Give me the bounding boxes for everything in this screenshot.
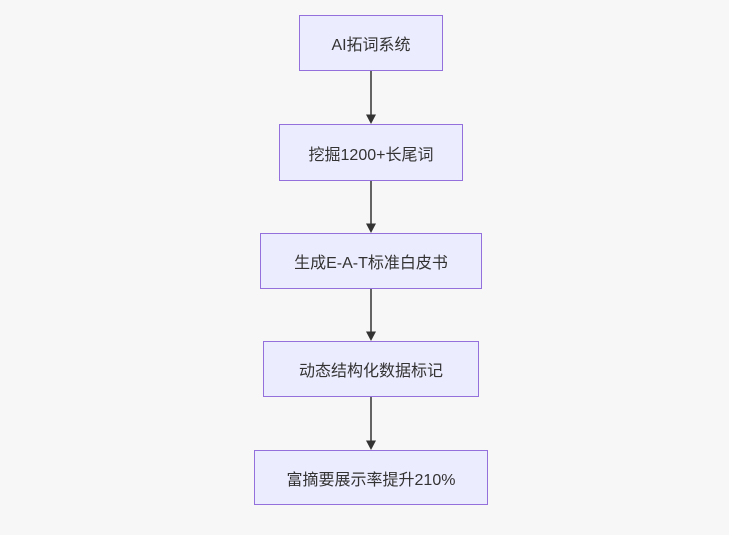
- flow-node-label: 富摘要展示率提升210%: [286, 471, 456, 489]
- arrowhead-icon: [366, 114, 376, 124]
- flow-arrow-2: [366, 181, 376, 233]
- flow-node-ai-keyword-system: AI拓词系统: [299, 15, 443, 71]
- flow-node-label: 动态结构化数据标记: [298, 363, 443, 380]
- flow-node-structured-data-markup: 动态结构化数据标记: [263, 341, 479, 397]
- arrowhead-icon: [366, 331, 376, 341]
- flow-node-longtail-mining: 挖掘1200+长尾词: [279, 124, 463, 181]
- flow-arrow-3: [366, 289, 376, 341]
- flow-arrow-4: [366, 397, 376, 450]
- flow-node-rich-snippet-result: 富摘要展示率提升210%: [254, 450, 488, 505]
- flow-node-label: 生成E-A-T标准白皮书: [294, 255, 448, 272]
- arrowhead-icon: [366, 440, 376, 450]
- flow-node-eat-whitepaper: 生成E-A-T标准白皮书: [260, 233, 482, 289]
- flow-arrow-1: [366, 71, 376, 124]
- arrowhead-icon: [366, 223, 376, 233]
- flow-node-label: AI拓词系统: [331, 37, 411, 54]
- flow-node-label: 挖掘1200+长尾词: [308, 146, 434, 164]
